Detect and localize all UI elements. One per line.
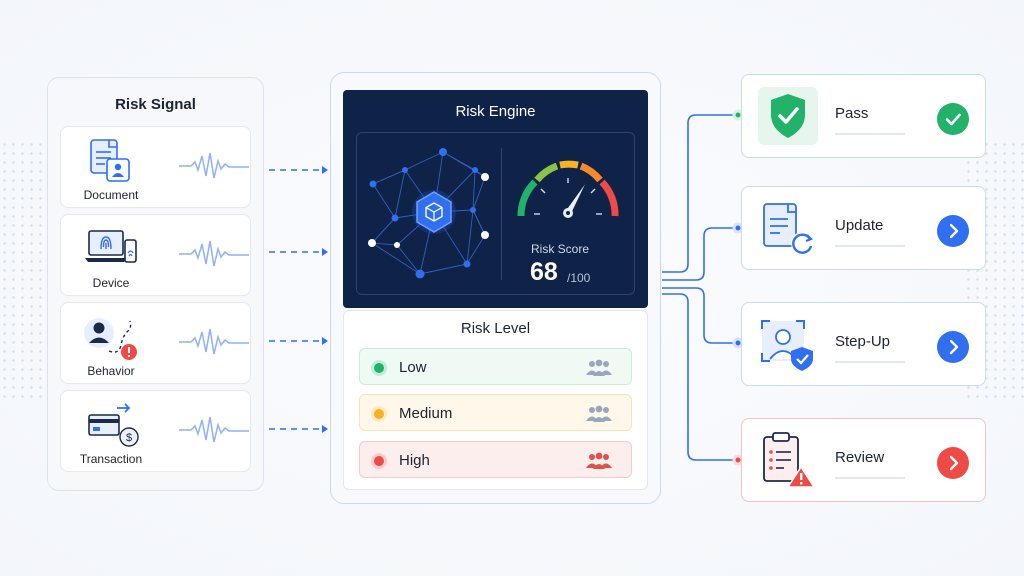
- risk-signal-panel: Risk Signal Document Device: [47, 77, 264, 491]
- signal-card-transaction[interactable]: $ Transaction: [60, 390, 251, 472]
- outcome-card-update[interactable]: Update: [741, 186, 986, 270]
- risk-engine-display: [343, 90, 648, 308]
- outcome-label-pass: Pass: [835, 105, 869, 122]
- status-dot-icon: [371, 453, 387, 469]
- risk-level-label: High: [399, 452, 430, 469]
- check-button[interactable]: [937, 103, 969, 135]
- risk-score-gauge: [517, 160, 619, 218]
- review-next-button[interactable]: [937, 447, 969, 479]
- document-icon: [90, 139, 130, 182]
- risk-engine-title: Risk Engine: [455, 103, 536, 120]
- network-graph-icon: [368, 148, 489, 279]
- document-refresh-icon: [763, 203, 813, 254]
- risk-signal-title: Risk Signal: [115, 96, 196, 113]
- outcome-label-update: Update: [835, 217, 884, 234]
- outcome-underline: [835, 477, 905, 479]
- signal-label-document: Document: [83, 188, 139, 202]
- outcome-card-step-up[interactable]: Step-Up: [741, 302, 986, 386]
- transaction-card-icon: $: [88, 403, 139, 447]
- shield-check-icon: [758, 87, 818, 145]
- risk-score-label: Risk Score: [531, 242, 590, 256]
- signal-card-document[interactable]: Document: [60, 126, 251, 208]
- outcome-card-pass[interactable]: Pass: [741, 74, 986, 158]
- outcome-underline: [835, 361, 905, 363]
- outcome-label-review: Review: [835, 449, 885, 466]
- outcome-card-review[interactable]: Review: [741, 418, 986, 502]
- update-next-button[interactable]: [937, 215, 969, 247]
- signal-label-behavior: Behavior: [87, 364, 135, 378]
- check-icon: [945, 113, 961, 126]
- risk-score-value: 68: [530, 258, 558, 286]
- risk-engine-inner-frame: [356, 132, 635, 295]
- signal-wave-icon: [179, 152, 249, 179]
- chevron-right-icon: [949, 223, 959, 239]
- step-up-next-button[interactable]: [937, 331, 969, 363]
- chevron-right-icon: [949, 339, 959, 355]
- risk-score-max: /100: [567, 271, 591, 285]
- users-group-icon: [586, 405, 612, 422]
- risk-level-low[interactable]: Low: [359, 348, 632, 385]
- signal-wave-icon: [179, 416, 249, 443]
- clipboard-warning-icon: [763, 432, 815, 488]
- signal-card-behavior[interactable]: Behavior: [60, 302, 251, 384]
- users-group-icon: [586, 452, 612, 469]
- risk-level-label: Medium: [399, 405, 453, 422]
- chevron-right-icon: [949, 455, 959, 471]
- users-group-icon: [586, 359, 612, 376]
- device-fingerprint-icon: [85, 230, 137, 263]
- status-dot-icon: [371, 406, 387, 422]
- signal-label-transaction: Transaction: [79, 452, 143, 466]
- outcome-label-step-up: Step-Up: [835, 333, 891, 350]
- risk-level-label: Low: [399, 359, 427, 376]
- signal-card-device[interactable]: Device: [60, 214, 251, 296]
- status-dot-icon: [371, 360, 387, 376]
- risk-level-medium[interactable]: Medium: [359, 394, 632, 431]
- risk-level-high[interactable]: High: [359, 441, 632, 478]
- outcome-underline: [835, 133, 905, 135]
- engine-divider: [501, 148, 502, 280]
- svg-text:$: $: [126, 432, 132, 444]
- signal-label-device: Device: [92, 276, 130, 290]
- signal-wave-icon: [179, 240, 249, 267]
- gauge-needle: [566, 184, 585, 214]
- behavior-user-icon: [84, 318, 137, 360]
- risk-level-title: Risk Level: [460, 320, 531, 337]
- face-verify-icon: [761, 320, 813, 371]
- signal-wave-icon: [179, 328, 249, 355]
- outcome-underline: [835, 245, 905, 247]
